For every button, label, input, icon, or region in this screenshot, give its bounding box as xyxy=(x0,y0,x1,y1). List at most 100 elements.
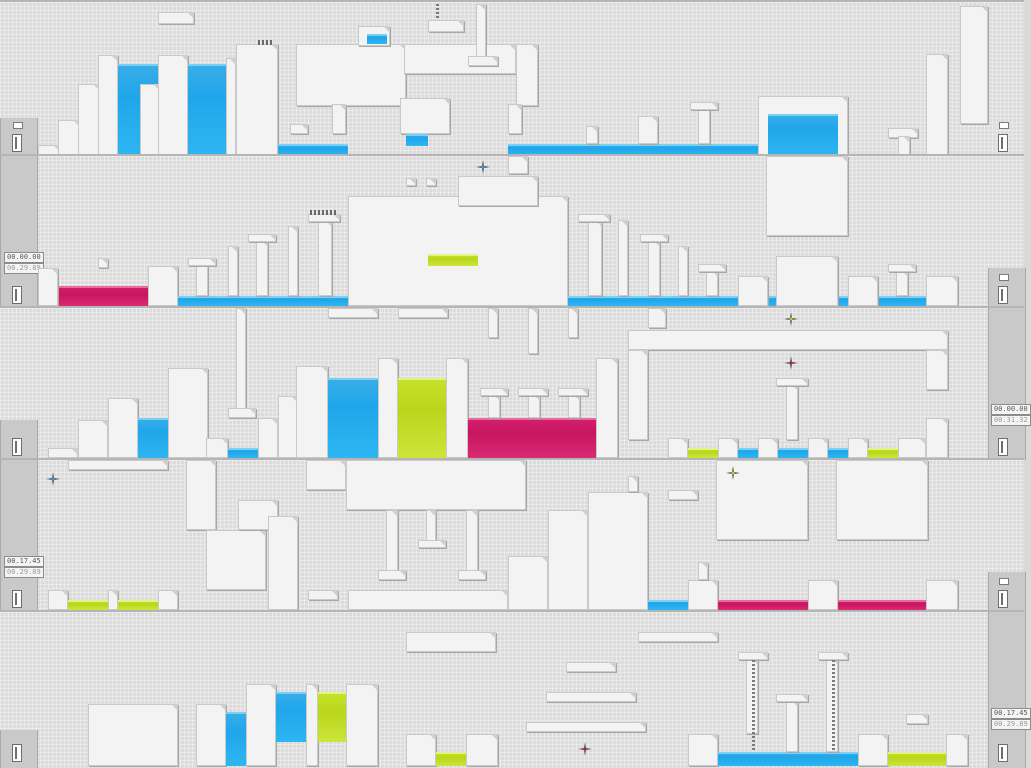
hanging-block xyxy=(158,12,194,24)
block xyxy=(586,126,598,144)
current-time: 00.00.00 xyxy=(991,404,1031,415)
block xyxy=(926,580,958,610)
water-pool xyxy=(778,448,808,458)
pillar xyxy=(318,220,332,296)
pillar xyxy=(236,308,246,410)
block xyxy=(738,276,768,306)
block xyxy=(406,734,436,766)
block xyxy=(468,56,498,66)
pillar xyxy=(678,246,688,296)
block xyxy=(98,258,108,268)
water-pool xyxy=(718,752,858,766)
block xyxy=(588,492,648,610)
block xyxy=(48,448,78,458)
bounce-pad xyxy=(318,692,348,742)
block xyxy=(268,516,298,610)
water-pool xyxy=(228,448,258,458)
cap xyxy=(690,102,718,110)
cap xyxy=(518,388,548,396)
water-pool xyxy=(276,692,308,742)
block xyxy=(404,44,516,74)
spring-spikes-icon xyxy=(310,210,336,215)
sparkle-star-icon xyxy=(784,356,798,370)
pillar xyxy=(528,394,540,418)
bounce-pad xyxy=(868,448,898,458)
bounce-pad xyxy=(398,378,448,458)
block xyxy=(808,580,838,610)
cap xyxy=(480,388,508,396)
pillar xyxy=(648,240,660,296)
floating-block xyxy=(566,662,616,672)
block xyxy=(668,438,688,458)
block xyxy=(688,734,718,766)
left-timer-panel xyxy=(0,156,38,308)
block xyxy=(458,176,538,206)
block xyxy=(628,476,638,492)
sparkle-star-icon xyxy=(578,742,592,756)
cap xyxy=(818,652,848,660)
bounce-pad xyxy=(118,600,158,610)
floating-block xyxy=(406,632,496,652)
pillar xyxy=(896,270,908,296)
spring-spikes-icon xyxy=(258,40,274,45)
block xyxy=(168,368,208,458)
block xyxy=(718,438,738,458)
rope-chain-icon xyxy=(832,660,835,750)
hanging-block xyxy=(428,20,464,32)
block xyxy=(306,460,346,490)
block xyxy=(466,734,498,766)
pillar xyxy=(568,394,580,418)
block xyxy=(348,196,568,306)
right-timer-panel xyxy=(988,612,1026,768)
pillar xyxy=(528,308,538,354)
door-icon xyxy=(998,744,1008,762)
water-pool xyxy=(768,114,838,156)
block xyxy=(946,734,968,766)
hazard-pool xyxy=(58,286,148,306)
block xyxy=(196,704,226,766)
block xyxy=(78,84,100,156)
block xyxy=(628,350,648,440)
cap xyxy=(458,570,486,580)
sparkle-star-icon xyxy=(476,160,490,174)
hazard-pool xyxy=(838,600,928,610)
block xyxy=(836,460,928,540)
floating-block xyxy=(638,632,718,642)
block xyxy=(140,84,160,156)
block xyxy=(698,562,708,580)
pillar xyxy=(568,308,578,338)
water-pool xyxy=(648,600,688,610)
pillar xyxy=(588,220,602,296)
block xyxy=(38,268,58,306)
block xyxy=(446,358,468,458)
cap xyxy=(578,214,610,222)
cap xyxy=(228,408,256,418)
pillar xyxy=(488,308,498,338)
water-pool xyxy=(828,448,848,458)
door-icon xyxy=(998,286,1008,304)
cap xyxy=(248,234,276,242)
current-time: 00.00.00 xyxy=(4,252,44,263)
block xyxy=(68,460,168,470)
bounce-pad xyxy=(68,600,108,610)
cap xyxy=(738,652,768,660)
block xyxy=(638,116,658,144)
exit-sign-icon xyxy=(999,122,1009,129)
block xyxy=(508,104,522,134)
pillar xyxy=(256,240,268,296)
floating-block xyxy=(546,692,636,702)
pillar xyxy=(698,104,710,144)
block xyxy=(348,590,508,610)
block xyxy=(246,684,276,766)
rope-chain-icon xyxy=(436,4,439,20)
door-icon xyxy=(12,744,22,762)
sparkle-star-icon xyxy=(726,466,740,480)
block xyxy=(766,156,848,236)
best-time: 00.29.89 xyxy=(4,567,44,578)
rope-chain-icon xyxy=(752,660,755,750)
block xyxy=(108,590,118,610)
water-pool xyxy=(738,448,758,458)
best-time: 00.29.89 xyxy=(991,719,1031,730)
block xyxy=(332,104,346,134)
